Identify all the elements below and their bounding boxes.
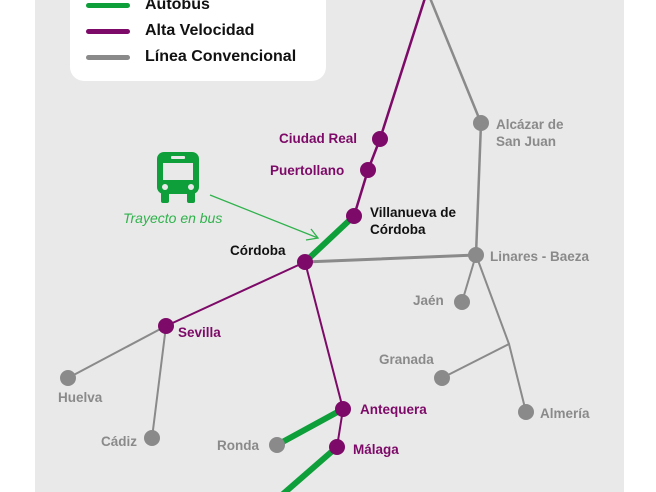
- station-label-ronda: Ronda: [217, 438, 259, 453]
- legend: Autobús Alta Velocidad Línea Convenciona…: [70, 0, 326, 81]
- bus-arrow: [209, 194, 320, 241]
- station-dot-ronda: [269, 437, 285, 453]
- legend-label: Alta Velocidad: [145, 22, 255, 39]
- station-dot-sevilla: [158, 318, 174, 334]
- station-label-jaen: Jaén: [413, 293, 444, 308]
- legend-label: Línea Convencional: [145, 48, 297, 65]
- station-dot-cordoba: [297, 254, 313, 270]
- legend-item-high-speed: Alta Velocidad: [86, 22, 254, 40]
- high-speed-segment-puertollano-villanueva: [352, 168, 370, 218]
- station-dot-malaga: [329, 439, 345, 455]
- legend-label: Autobús: [145, 0, 210, 13]
- station-dot-granada: [434, 370, 450, 386]
- station-label-villanueva-1: Villanueva de: [370, 205, 457, 220]
- station-label-antequera: Antequera: [360, 402, 427, 417]
- station-dot-linares: [468, 247, 484, 263]
- station-label-cadiz: Cádiz: [101, 434, 138, 449]
- station-label-alcazar-2: San Juan: [496, 134, 557, 149]
- high-speed-line-swatch: [86, 28, 130, 34]
- station-dot-ciudad-real: [372, 131, 388, 147]
- high-speed-segment-cordoba-antequera: [304, 261, 344, 410]
- conventional-segment-jct-almeria: [508, 343, 527, 413]
- station-label-huelva: Huelva: [58, 390, 103, 405]
- legend-item-conventional: Línea Convencional: [86, 48, 296, 66]
- station-dot-alcazar: [473, 115, 489, 131]
- high-speed-segment-cordoba-sevilla: [165, 261, 306, 327]
- conventional-segment-sevilla-cadiz: [151, 325, 167, 439]
- station-label-villanueva-2: Córdoba: [370, 222, 426, 237]
- station-dot-villanueva: [346, 208, 362, 224]
- station-label-puertollano: Puertollano: [270, 163, 345, 178]
- station-label-cordoba: Córdoba: [230, 243, 286, 258]
- station-dot-almeria: [518, 404, 534, 420]
- station-label-granada: Granada: [379, 352, 434, 367]
- conventional-segment-topG-alcazar: [429, 0, 483, 125]
- conventional-segment-jct-granada: [441, 343, 510, 379]
- station-dot-jaen: [454, 294, 470, 310]
- conventional-segment-linares-jct: [475, 254, 510, 345]
- bus-icon: [157, 152, 199, 203]
- bus-route-note: Trayecto en bus: [123, 210, 223, 226]
- station-label-almeria: Almería: [540, 406, 590, 421]
- high-speed-segment-topM-ciudad_real: [378, 0, 426, 141]
- conventional-segment-sevilla-huelva: [67, 325, 167, 379]
- station-dot-antequera: [335, 401, 351, 417]
- bus-segment-villanueva-cordoba: [302, 213, 357, 265]
- station-label-malaga: Málaga: [353, 442, 399, 457]
- bus-segment-ronda-antequera: [274, 406, 346, 448]
- bus-segment-malaga-bottom: [280, 444, 340, 492]
- conventional-segment-cordoba-linares: [303, 253, 478, 264]
- legend-item-bus: Autobús: [86, 0, 210, 14]
- station-dot-huelva: [60, 370, 76, 386]
- station-label-alcazar-1: Alcázar de: [496, 117, 564, 132]
- station-dot-puertollano: [360, 162, 376, 178]
- station-label-ciudad-real: Ciudad Real: [279, 131, 358, 146]
- conventional-line-swatch: [86, 54, 130, 60]
- conventional-segment-alcazar-linares: [474, 121, 483, 257]
- conventional-segment-linares-jaen: [461, 254, 477, 303]
- station-dot-cadiz: [144, 430, 160, 446]
- bus-line-swatch: [86, 2, 130, 8]
- station-label-sevilla: Sevilla: [178, 325, 221, 340]
- station-label-linares: Linares - Baeza: [490, 249, 590, 264]
